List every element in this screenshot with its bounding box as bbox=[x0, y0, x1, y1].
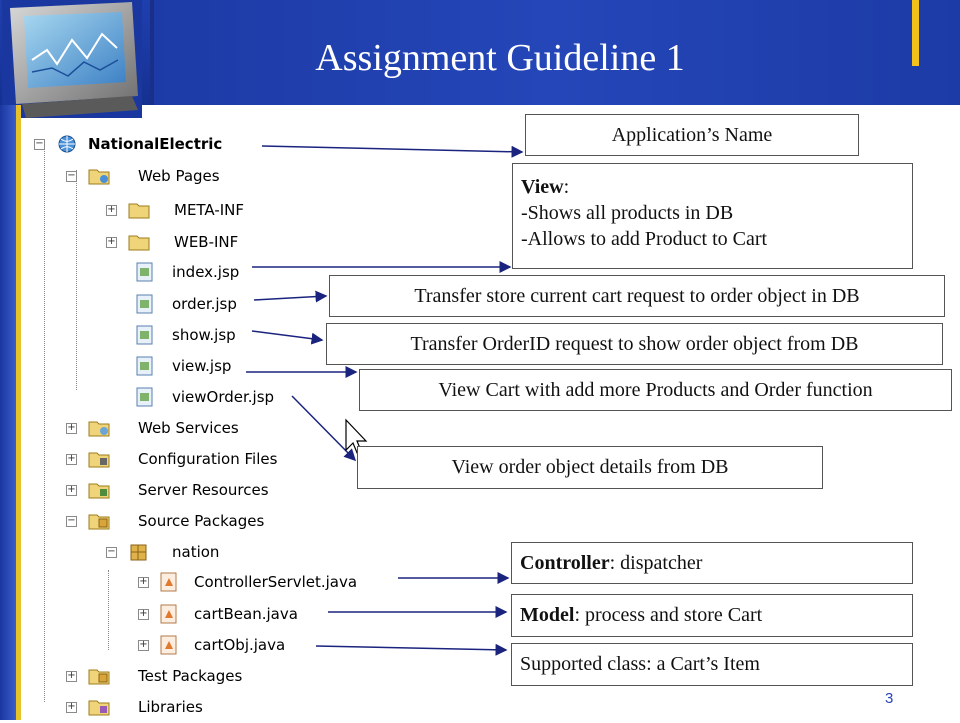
tree-label: cartBean.java bbox=[194, 605, 298, 623]
folder-server-icon bbox=[88, 483, 110, 499]
folder-package-icon bbox=[88, 514, 110, 530]
accent-bar bbox=[912, 0, 919, 66]
annotation-text: Transfer OrderID request to show order o… bbox=[410, 333, 859, 355]
tree-label: cartObj.java bbox=[194, 636, 286, 654]
tree-label: index.jsp bbox=[172, 263, 240, 281]
collapse-icon[interactable]: − bbox=[34, 138, 45, 150]
annotation-text: : process and store Cart bbox=[574, 604, 763, 626]
expand-icon[interactable]: + bbox=[138, 639, 149, 651]
annotation-view-cart: View Cart with add more Products and Ord… bbox=[359, 369, 952, 411]
annotation-bold: Model bbox=[520, 604, 575, 626]
tree-label: nation bbox=[172, 543, 220, 561]
annotation-text: Application’s Name bbox=[611, 124, 773, 146]
annotation-bold: View bbox=[521, 176, 564, 198]
expand-icon[interactable]: + bbox=[66, 422, 77, 434]
collapse-icon[interactable]: − bbox=[106, 546, 117, 558]
expand-icon[interactable]: + bbox=[138, 576, 149, 588]
slide-title: Assignment Guideline 1 bbox=[315, 37, 685, 79]
annotation-order: Transfer store current cart request to o… bbox=[329, 275, 945, 317]
java-file-icon bbox=[160, 635, 177, 655]
left-accent-bar bbox=[0, 105, 16, 720]
tree-label: Server Resources bbox=[138, 481, 269, 499]
annotation-controller: Controller: dispatcher bbox=[511, 542, 913, 584]
collapse-icon[interactable]: − bbox=[66, 170, 77, 182]
java-file-icon bbox=[160, 604, 177, 624]
annotation-model: Model: process and store Cart bbox=[511, 594, 913, 637]
annotation-text: : bbox=[563, 176, 570, 198]
tree-label: Web Services bbox=[138, 419, 239, 437]
jsp-file-icon bbox=[136, 356, 153, 376]
project-globe-icon bbox=[58, 135, 76, 153]
folder-config-icon bbox=[88, 452, 110, 468]
page-number: 3 bbox=[885, 690, 894, 707]
tree-label: ControllerServlet.java bbox=[194, 573, 358, 591]
annotation-text: View order object details from DB bbox=[451, 456, 729, 478]
folder-icon bbox=[128, 203, 150, 219]
annotation-text: : dispatcher bbox=[609, 552, 703, 574]
header-band bbox=[150, 0, 960, 105]
expand-icon[interactable]: + bbox=[66, 701, 77, 713]
annotation-text: Transfer store current cart request to o… bbox=[414, 285, 860, 307]
annotation-bold: Controller bbox=[520, 552, 610, 574]
jsp-file-icon bbox=[136, 262, 153, 282]
left-accent-stripe bbox=[16, 105, 21, 720]
arrow-app-name bbox=[261, 145, 524, 158]
tree-label: Libraries bbox=[138, 698, 203, 716]
tree-label: NationalElectric bbox=[88, 135, 223, 153]
monitor-logo-icon bbox=[2, 0, 142, 118]
tree-label: view.jsp bbox=[172, 357, 232, 375]
tree-label: WEB-INF bbox=[174, 233, 239, 251]
tree-label: Web Pages bbox=[138, 167, 220, 185]
tree-guide bbox=[108, 570, 109, 650]
expand-icon[interactable]: + bbox=[138, 608, 149, 620]
folder-package-icon bbox=[88, 669, 110, 685]
jsp-file-icon bbox=[136, 294, 153, 314]
arrow-show bbox=[251, 330, 324, 345]
expand-icon[interactable]: + bbox=[106, 204, 117, 216]
folder-icon bbox=[128, 235, 150, 251]
annotation-text: Supported class: a Cart’s Item bbox=[520, 653, 760, 675]
collapse-icon[interactable]: − bbox=[66, 515, 77, 527]
tree-guide bbox=[44, 142, 45, 702]
jsp-file-icon bbox=[136, 387, 153, 407]
arrow-vieworder bbox=[291, 395, 357, 462]
jsp-file-icon bbox=[136, 325, 153, 345]
annotation-view-order: View order object details from DB bbox=[357, 446, 823, 489]
tree-label: Configuration Files bbox=[138, 450, 278, 468]
package-icon bbox=[130, 544, 147, 561]
arrow-order bbox=[253, 290, 328, 303]
tree-label: Test Packages bbox=[138, 667, 243, 685]
tree-label: order.jsp bbox=[172, 295, 237, 313]
annotation-show: Transfer OrderID request to show order o… bbox=[326, 323, 943, 365]
folder-library-icon bbox=[88, 700, 110, 716]
annotation-view: View: -Shows all products in DB -Allows … bbox=[512, 163, 913, 269]
annotation-app-name: Application’s Name bbox=[525, 114, 859, 156]
folder-services-icon bbox=[88, 421, 110, 437]
tree-label: viewOrder.jsp bbox=[172, 388, 275, 406]
arrow-supported bbox=[315, 643, 508, 656]
tree-label: META-INF bbox=[174, 201, 245, 219]
annotation-text: -Allows to add Product to Cart bbox=[521, 228, 768, 250]
slide-header: Assignment Guideline 1 bbox=[0, 0, 960, 105]
header-divider bbox=[150, 0, 154, 105]
folder-web-icon bbox=[88, 169, 110, 185]
annotation-supported: Supported class: a Cart’s Item bbox=[511, 643, 913, 686]
annotation-text: -Shows all products in DB bbox=[521, 202, 734, 224]
project-tree: − NationalElectric − Web Pages + META-IN… bbox=[24, 120, 454, 720]
expand-icon[interactable]: + bbox=[66, 453, 77, 465]
tree-label: Source Packages bbox=[138, 512, 265, 530]
expand-icon[interactable]: + bbox=[106, 236, 117, 248]
java-file-icon bbox=[160, 572, 177, 592]
expand-icon[interactable]: + bbox=[66, 484, 77, 496]
expand-icon[interactable]: + bbox=[66, 670, 77, 682]
tree-guide bbox=[76, 170, 77, 390]
tree-label: show.jsp bbox=[172, 326, 236, 344]
annotation-text: View Cart with add more Products and Ord… bbox=[438, 379, 873, 401]
